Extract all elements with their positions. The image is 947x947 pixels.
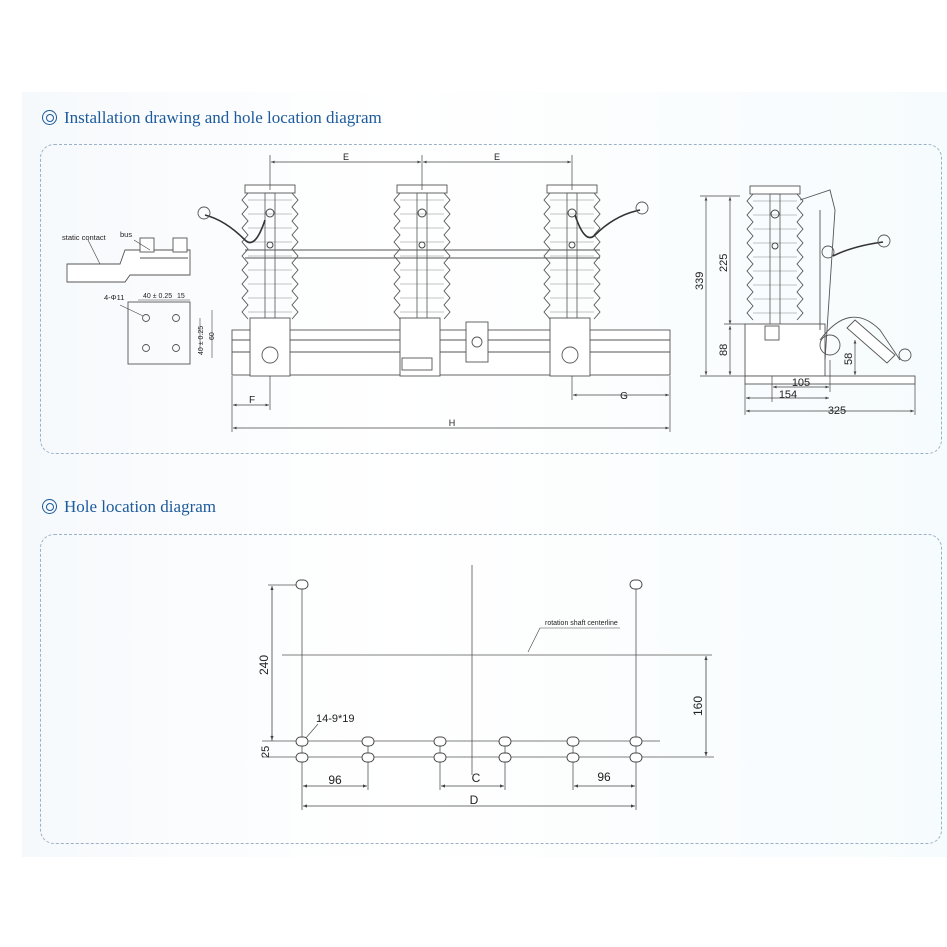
dim-15-label: 15 <box>177 293 185 300</box>
dim-FGH <box>231 376 671 432</box>
dim-96-right-label: 96 <box>597 770 611 784</box>
side-view <box>744 185 916 385</box>
dim-105-label: 105 <box>792 377 810 389</box>
dim-240-label: 240 <box>257 655 271 675</box>
hole-title-text: Hole location diagram <box>64 497 217 516</box>
dim-225-label: 225 <box>718 254 730 272</box>
front-view <box>197 184 671 377</box>
dim-25-label: 25 <box>260 746 272 758</box>
hole-diagram-lines <box>262 565 714 810</box>
slot-holes <box>295 579 643 763</box>
dim-154-label: 154 <box>779 389 797 401</box>
hole-panel <box>40 534 942 844</box>
dim-C-label: C <box>472 771 481 785</box>
dim-40-label: 40 ± 0.25 <box>143 293 172 300</box>
dim-96-left-label: 96 <box>328 773 342 787</box>
dim-E-right-label: E <box>494 152 500 162</box>
dim-F-label: F <box>249 395 255 406</box>
static-contact-detail <box>66 237 213 365</box>
double-circle-icon <box>42 110 58 126</box>
dim-160-label: 160 <box>691 696 705 716</box>
dim-E-left-label: E <box>343 152 349 162</box>
side-dims <box>700 195 916 415</box>
installation-panel <box>40 144 942 454</box>
dim-H-label: H <box>449 418 456 428</box>
hole-section-title: Hole location diagram <box>42 497 216 517</box>
bus-label: bus <box>120 230 132 239</box>
static-contact-label: static contact <box>62 233 107 242</box>
installation-title-text: Installation drawing and hole location d… <box>64 108 382 127</box>
dim-D-label: D <box>470 793 479 807</box>
double-circle-icon <box>42 499 58 515</box>
dim-325-label: 325 <box>828 405 846 417</box>
dim-E <box>269 155 573 190</box>
dim-G-label: G <box>620 391 628 402</box>
holes-4phi11-label: 4-Φ11 <box>104 293 124 302</box>
dim-88-label: 88 <box>718 344 730 356</box>
page-background <box>22 92 947 857</box>
centerline-label: rotation shaft centerline <box>545 620 618 627</box>
holes-14-label: 14-9*19 <box>316 713 355 725</box>
dim-58-label: 58 <box>843 353 855 365</box>
installation-section-title: Installation drawing and hole location d… <box>42 108 382 128</box>
dim-40-vertical-label: 40 ± 0.25 <box>198 326 205 355</box>
dim-60-label: 60 <box>209 332 216 340</box>
dim-339-label: 339 <box>694 272 706 290</box>
